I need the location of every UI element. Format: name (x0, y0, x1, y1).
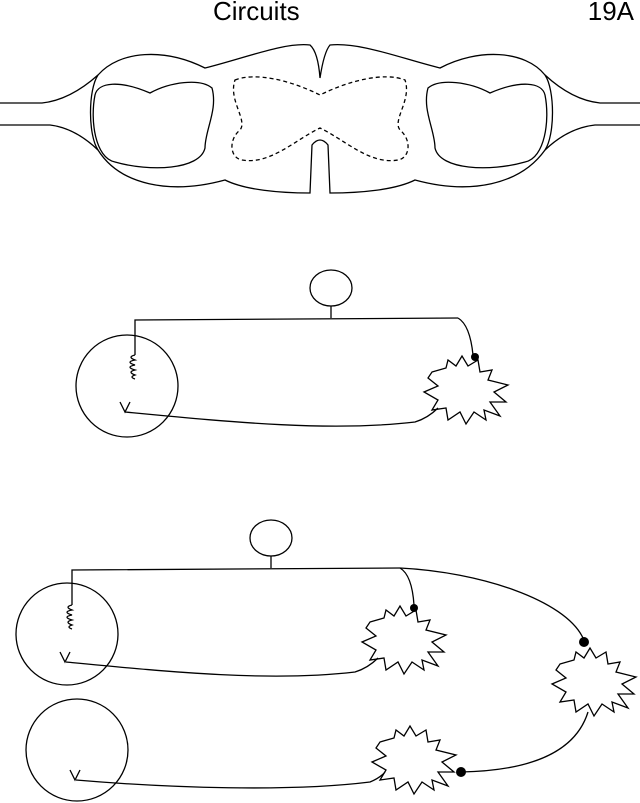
muscle-spindle (75, 334, 179, 438)
left-lower-root (0, 124, 99, 151)
left-upper-root (0, 74, 99, 104)
page-number: 19A (587, 0, 634, 26)
right-inner-lobe (425, 81, 548, 169)
arrow-tip (119, 401, 131, 414)
synapse-terminal-three (579, 637, 589, 647)
inhibitory-axon (460, 711, 589, 773)
afferent-axon-two (71, 567, 401, 605)
spindle-coil (129, 354, 138, 380)
synapse-terminal (471, 353, 479, 361)
sensory-neuron-body (309, 269, 353, 307)
muscle-fiber-two (360, 604, 448, 676)
sensory-neuron-body-two (249, 519, 293, 557)
muscle-fiber-four (370, 724, 458, 796)
circuit-two (15, 519, 638, 802)
right-upper-root (544, 74, 640, 104)
left-inner-lobe (92, 81, 215, 169)
long-axon (399, 567, 584, 639)
muscle-spindle-two (15, 582, 119, 686)
motor-fiber-three (75, 771, 386, 789)
spindle-coil-two (66, 604, 75, 630)
page-title: Circuits (213, 0, 300, 26)
arrow-tip-two (59, 651, 71, 664)
afferent-axon (134, 317, 459, 355)
efferent-axon (457, 317, 474, 356)
arrow-tip-three (69, 769, 81, 782)
motor-fiber-two (65, 657, 379, 677)
muscle-fiber-three (550, 646, 638, 718)
circuit-one (75, 269, 510, 438)
cord-outline (89, 43, 554, 194)
spinal-cord-cross-section (0, 43, 640, 194)
central-grey-matter (231, 76, 409, 162)
motor-fiber (124, 407, 439, 427)
efferent-axon-two (399, 567, 415, 606)
muscle-spindle-three (25, 698, 129, 802)
right-lower-root (544, 124, 640, 151)
muscle-fiber (422, 354, 510, 426)
